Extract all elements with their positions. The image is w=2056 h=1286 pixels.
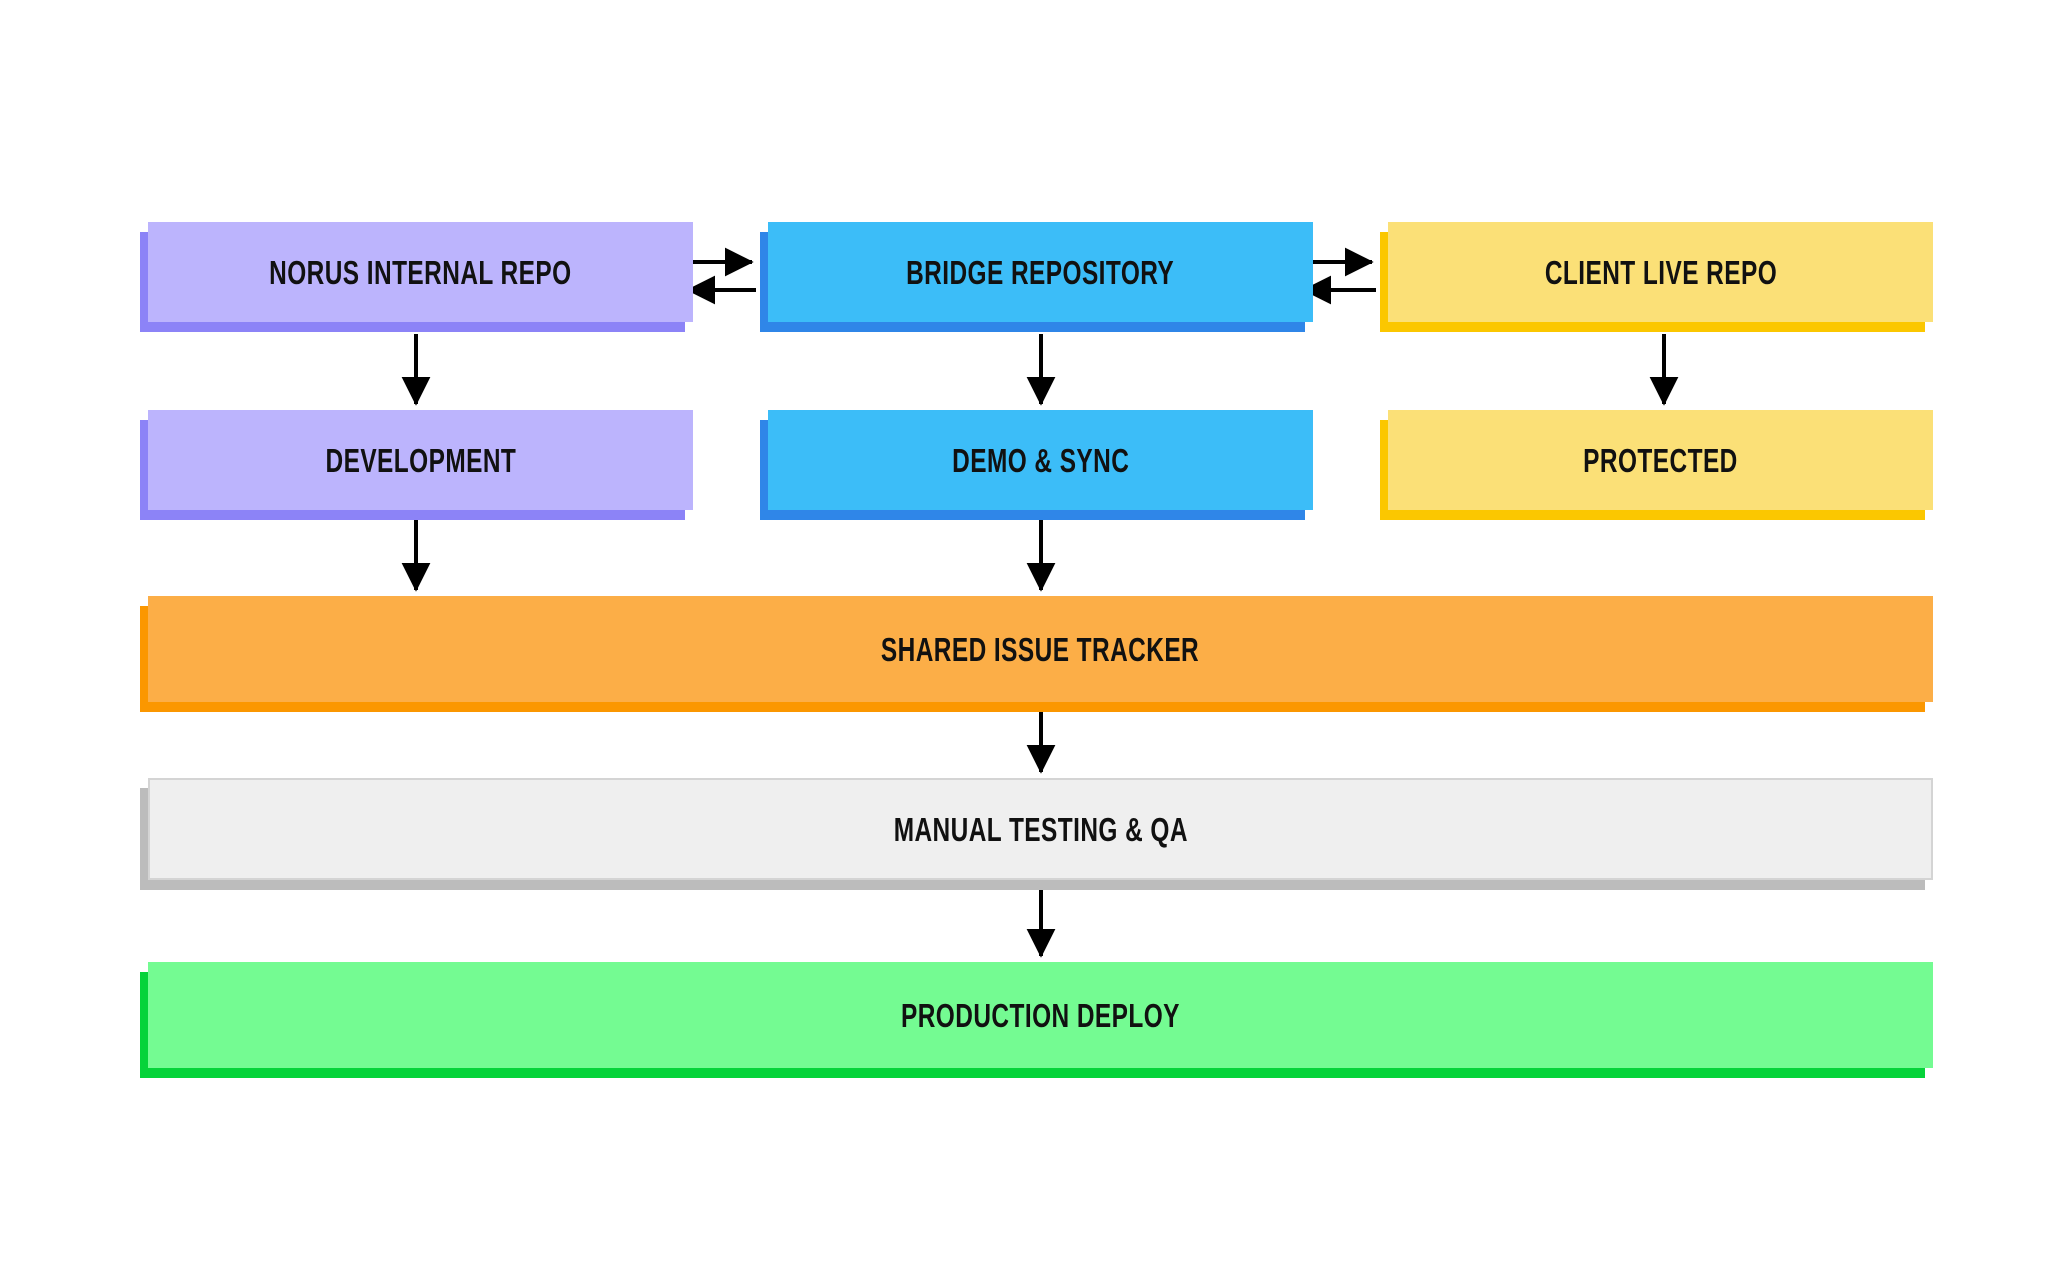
node-bridge-repository[interactable]: BRIDGE REPOSITORY [768,222,1313,322]
node-label-manual-testing-qa: MANUAL TESTING & QA [893,810,1188,848]
node-label-protected: PROTECTED [1583,441,1738,479]
node-manual-testing-qa[interactable]: MANUAL TESTING & QA [148,778,1933,880]
node-production-deploy[interactable]: PRODUCTION DEPLOY [148,962,1933,1068]
node-protected[interactable]: PROTECTED [1388,410,1933,510]
node-client-live-repo[interactable]: CLIENT LIVE REPO [1388,222,1933,322]
node-label-production-deploy: PRODUCTION DEPLOY [901,996,1180,1034]
node-label-demo-sync: DEMO & SYNC [951,441,1130,479]
node-demo-sync[interactable]: DEMO & SYNC [768,410,1313,510]
node-label-bridge-repository: BRIDGE REPOSITORY [906,253,1175,291]
node-label-development: DEVELOPMENT [325,441,516,479]
node-label-norus-internal-repo: NORUS INTERNAL REPO [269,253,572,291]
node-development[interactable]: DEVELOPMENT [148,410,693,510]
node-shared-issue-tracker[interactable]: SHARED ISSUE TRACKER [148,596,1933,702]
node-label-client-live-repo: CLIENT LIVE REPO [1544,253,1777,291]
node-label-shared-issue-tracker: SHARED ISSUE TRACKER [881,630,1200,668]
node-norus-internal-repo[interactable]: NORUS INTERNAL REPO [148,222,693,322]
